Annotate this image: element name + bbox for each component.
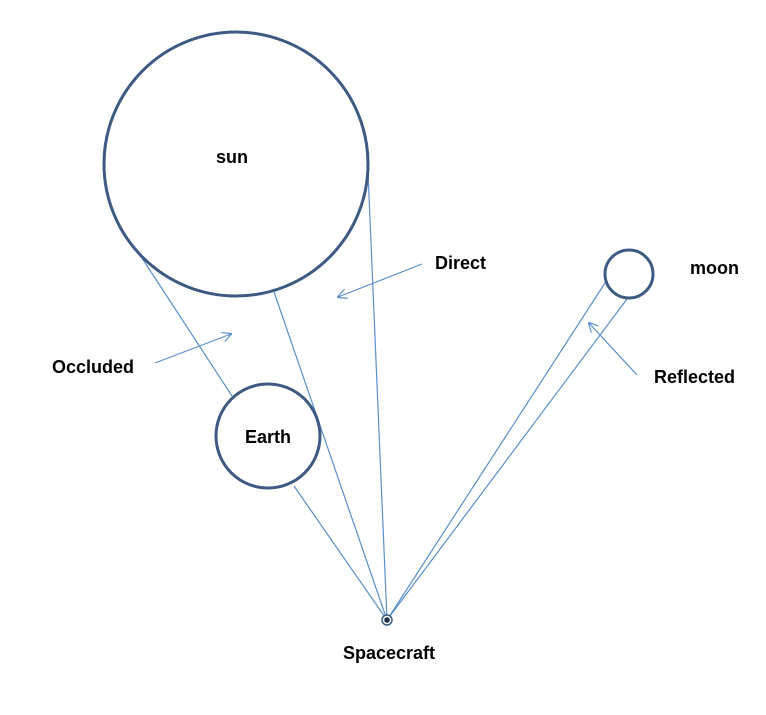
occluded-pointer-arrow bbox=[154, 334, 231, 364]
sun-label: sun bbox=[216, 147, 248, 167]
moon-circle bbox=[603, 248, 655, 300]
occluded-ray-segment bbox=[293, 485, 388, 621]
sun-circle bbox=[102, 30, 370, 298]
direct-label: Direct bbox=[435, 253, 486, 273]
occluded-label: Occluded bbox=[52, 357, 134, 377]
reflected-pointer-arrow bbox=[589, 323, 638, 376]
direct-ray bbox=[272, 288, 388, 621]
earth-circle bbox=[214, 382, 322, 490]
earth-label: Earth bbox=[245, 427, 291, 447]
direct-pointer-arrow bbox=[338, 263, 423, 297]
spacecraft-point-core bbox=[384, 617, 390, 623]
spacecraft-label: Spacecraft bbox=[343, 643, 435, 663]
reflected-ray bbox=[386, 282, 606, 621]
reflected-label: Reflected bbox=[654, 367, 735, 387]
occluded-ray-segment bbox=[139, 254, 233, 397]
reflected-ray bbox=[386, 298, 628, 621]
moon-label: moon bbox=[690, 258, 739, 278]
direct-ray bbox=[367, 171, 388, 621]
